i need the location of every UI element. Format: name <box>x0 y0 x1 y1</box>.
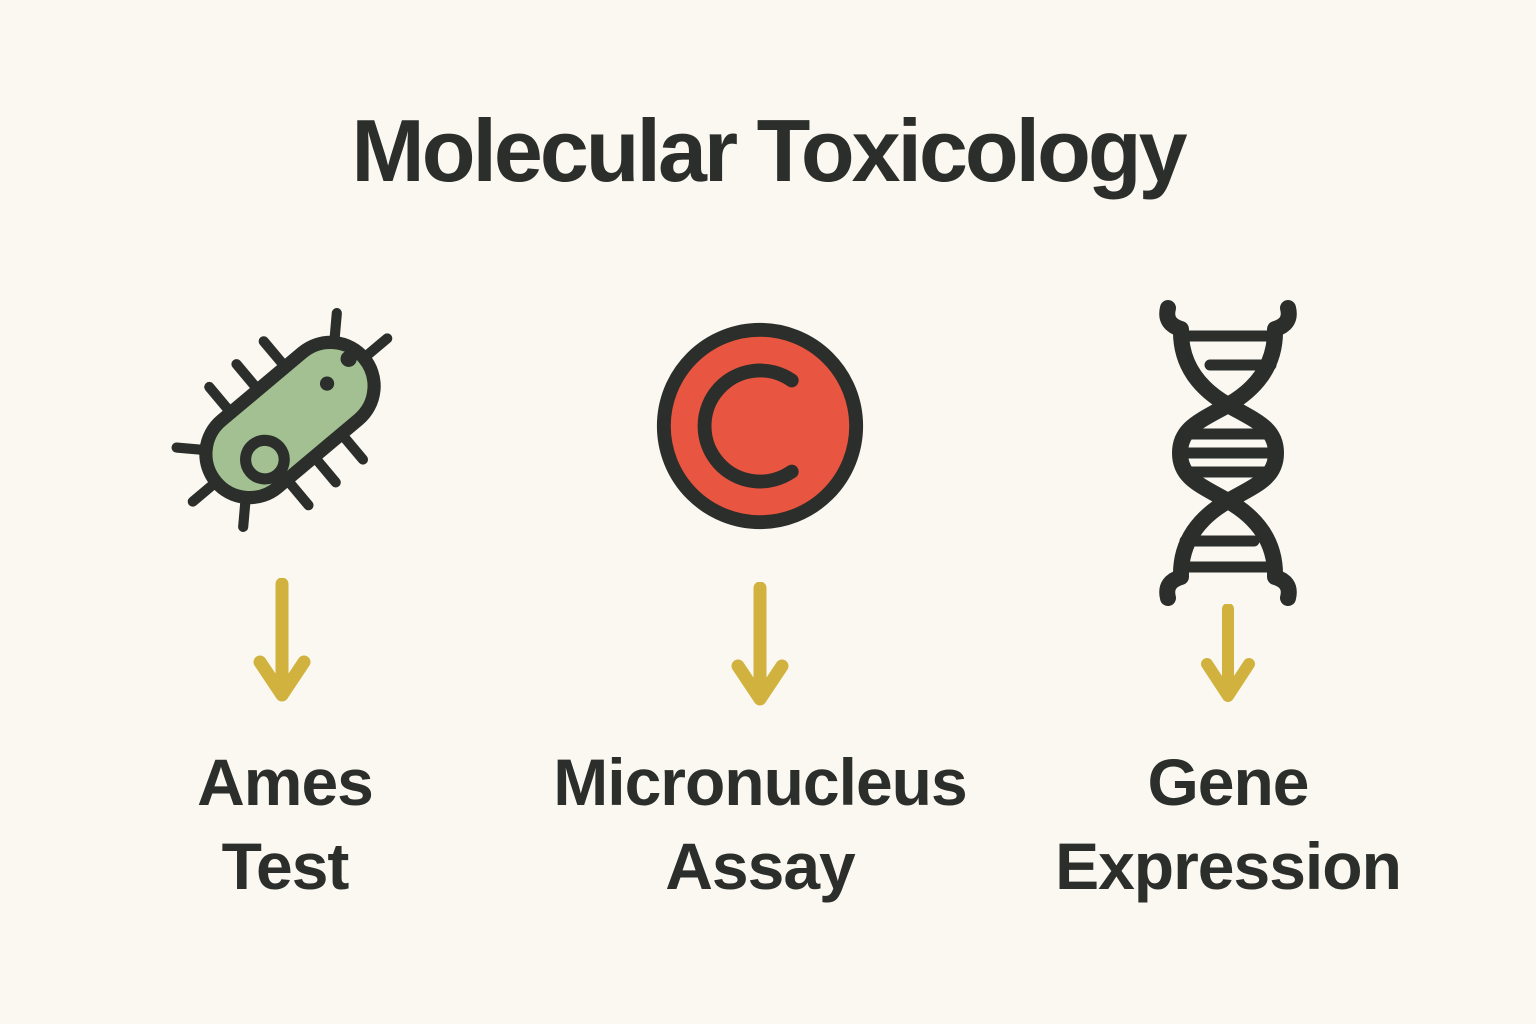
bacterium-icon <box>158 288 422 557</box>
label-line: Expression <box>1055 829 1402 903</box>
label-line: Test <box>221 829 350 903</box>
label-micronucleus-assay: Micronucleus Assay <box>510 740 1010 908</box>
label-line: Gene <box>1147 745 1309 819</box>
label-gene-expression: Gene Expression <box>1028 740 1428 908</box>
down-arrow-icon <box>1196 603 1260 711</box>
label-line: Assay <box>665 829 856 903</box>
label-line: Ames <box>197 745 374 819</box>
down-arrow-icon <box>728 581 792 715</box>
down-arrow-icon <box>250 577 314 711</box>
dna-helix-icon <box>1158 293 1298 618</box>
page-title: Molecular Toxicology <box>351 101 1187 200</box>
label-ames-test: Ames Test <box>85 740 485 908</box>
label-line: Micronucleus <box>553 745 967 819</box>
red-blood-cell-icon <box>646 312 874 545</box>
